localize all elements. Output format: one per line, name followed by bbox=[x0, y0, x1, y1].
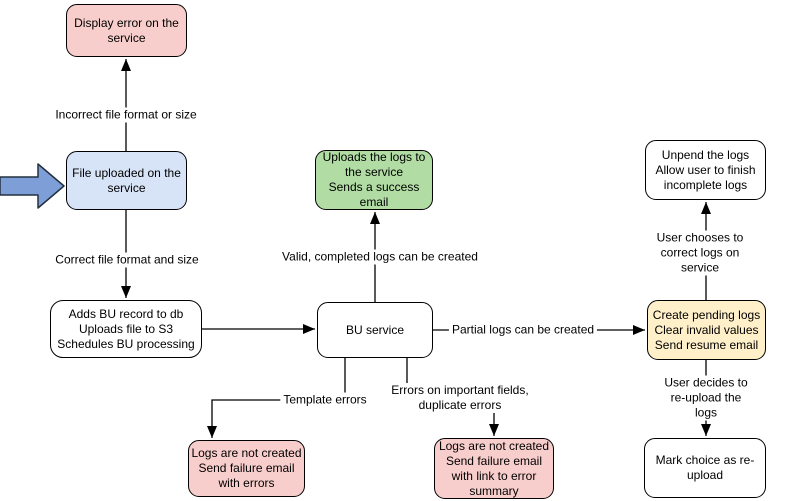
node-file-uploaded: File uploaded on the service bbox=[66, 151, 187, 210]
edge-label-important-fields: Errors on important fields, duplicate er… bbox=[388, 383, 532, 413]
edge-label-valid-completed: Valid, completed logs can be created bbox=[279, 249, 481, 265]
node-bu-service: BU service bbox=[317, 302, 433, 358]
edge-label-correct-format: Correct file format and size bbox=[52, 252, 202, 268]
node-logs-not-created-summary: Logs are not created Send failure email … bbox=[434, 438, 554, 499]
node-adds-bu-record: Adds BU record to db Uploads file to S3 … bbox=[50, 300, 202, 358]
entry-arrow-icon bbox=[0, 163, 65, 209]
edge-label-incorrect-format: Incorrect file format or size bbox=[52, 107, 200, 123]
node-unpend-logs: Unpend the logs Allow user to finish inc… bbox=[645, 140, 766, 200]
node-mark-reupload: Mark choice as re- upload bbox=[644, 438, 766, 498]
edge-label-choose-correct: User chooses to correct logs on service bbox=[649, 230, 751, 276]
node-uploads-logs-success: Uploads the logs to the service Sends a … bbox=[315, 150, 433, 210]
node-create-pending-logs: Create pending logs Clear invalid values… bbox=[647, 300, 766, 360]
edge-label-decide-reupload: User decides to re-upload the logs bbox=[658, 375, 754, 421]
node-logs-not-created-errors: Logs are not created Send failure email … bbox=[188, 440, 305, 497]
edge-bu-to-logs-errors bbox=[207, 358, 346, 438]
edge-label-template-errors: Template errors bbox=[280, 392, 370, 408]
node-display-error: Display error on the service bbox=[66, 4, 187, 57]
edge-label-partial-logs: Partial logs can be created bbox=[448, 322, 598, 338]
